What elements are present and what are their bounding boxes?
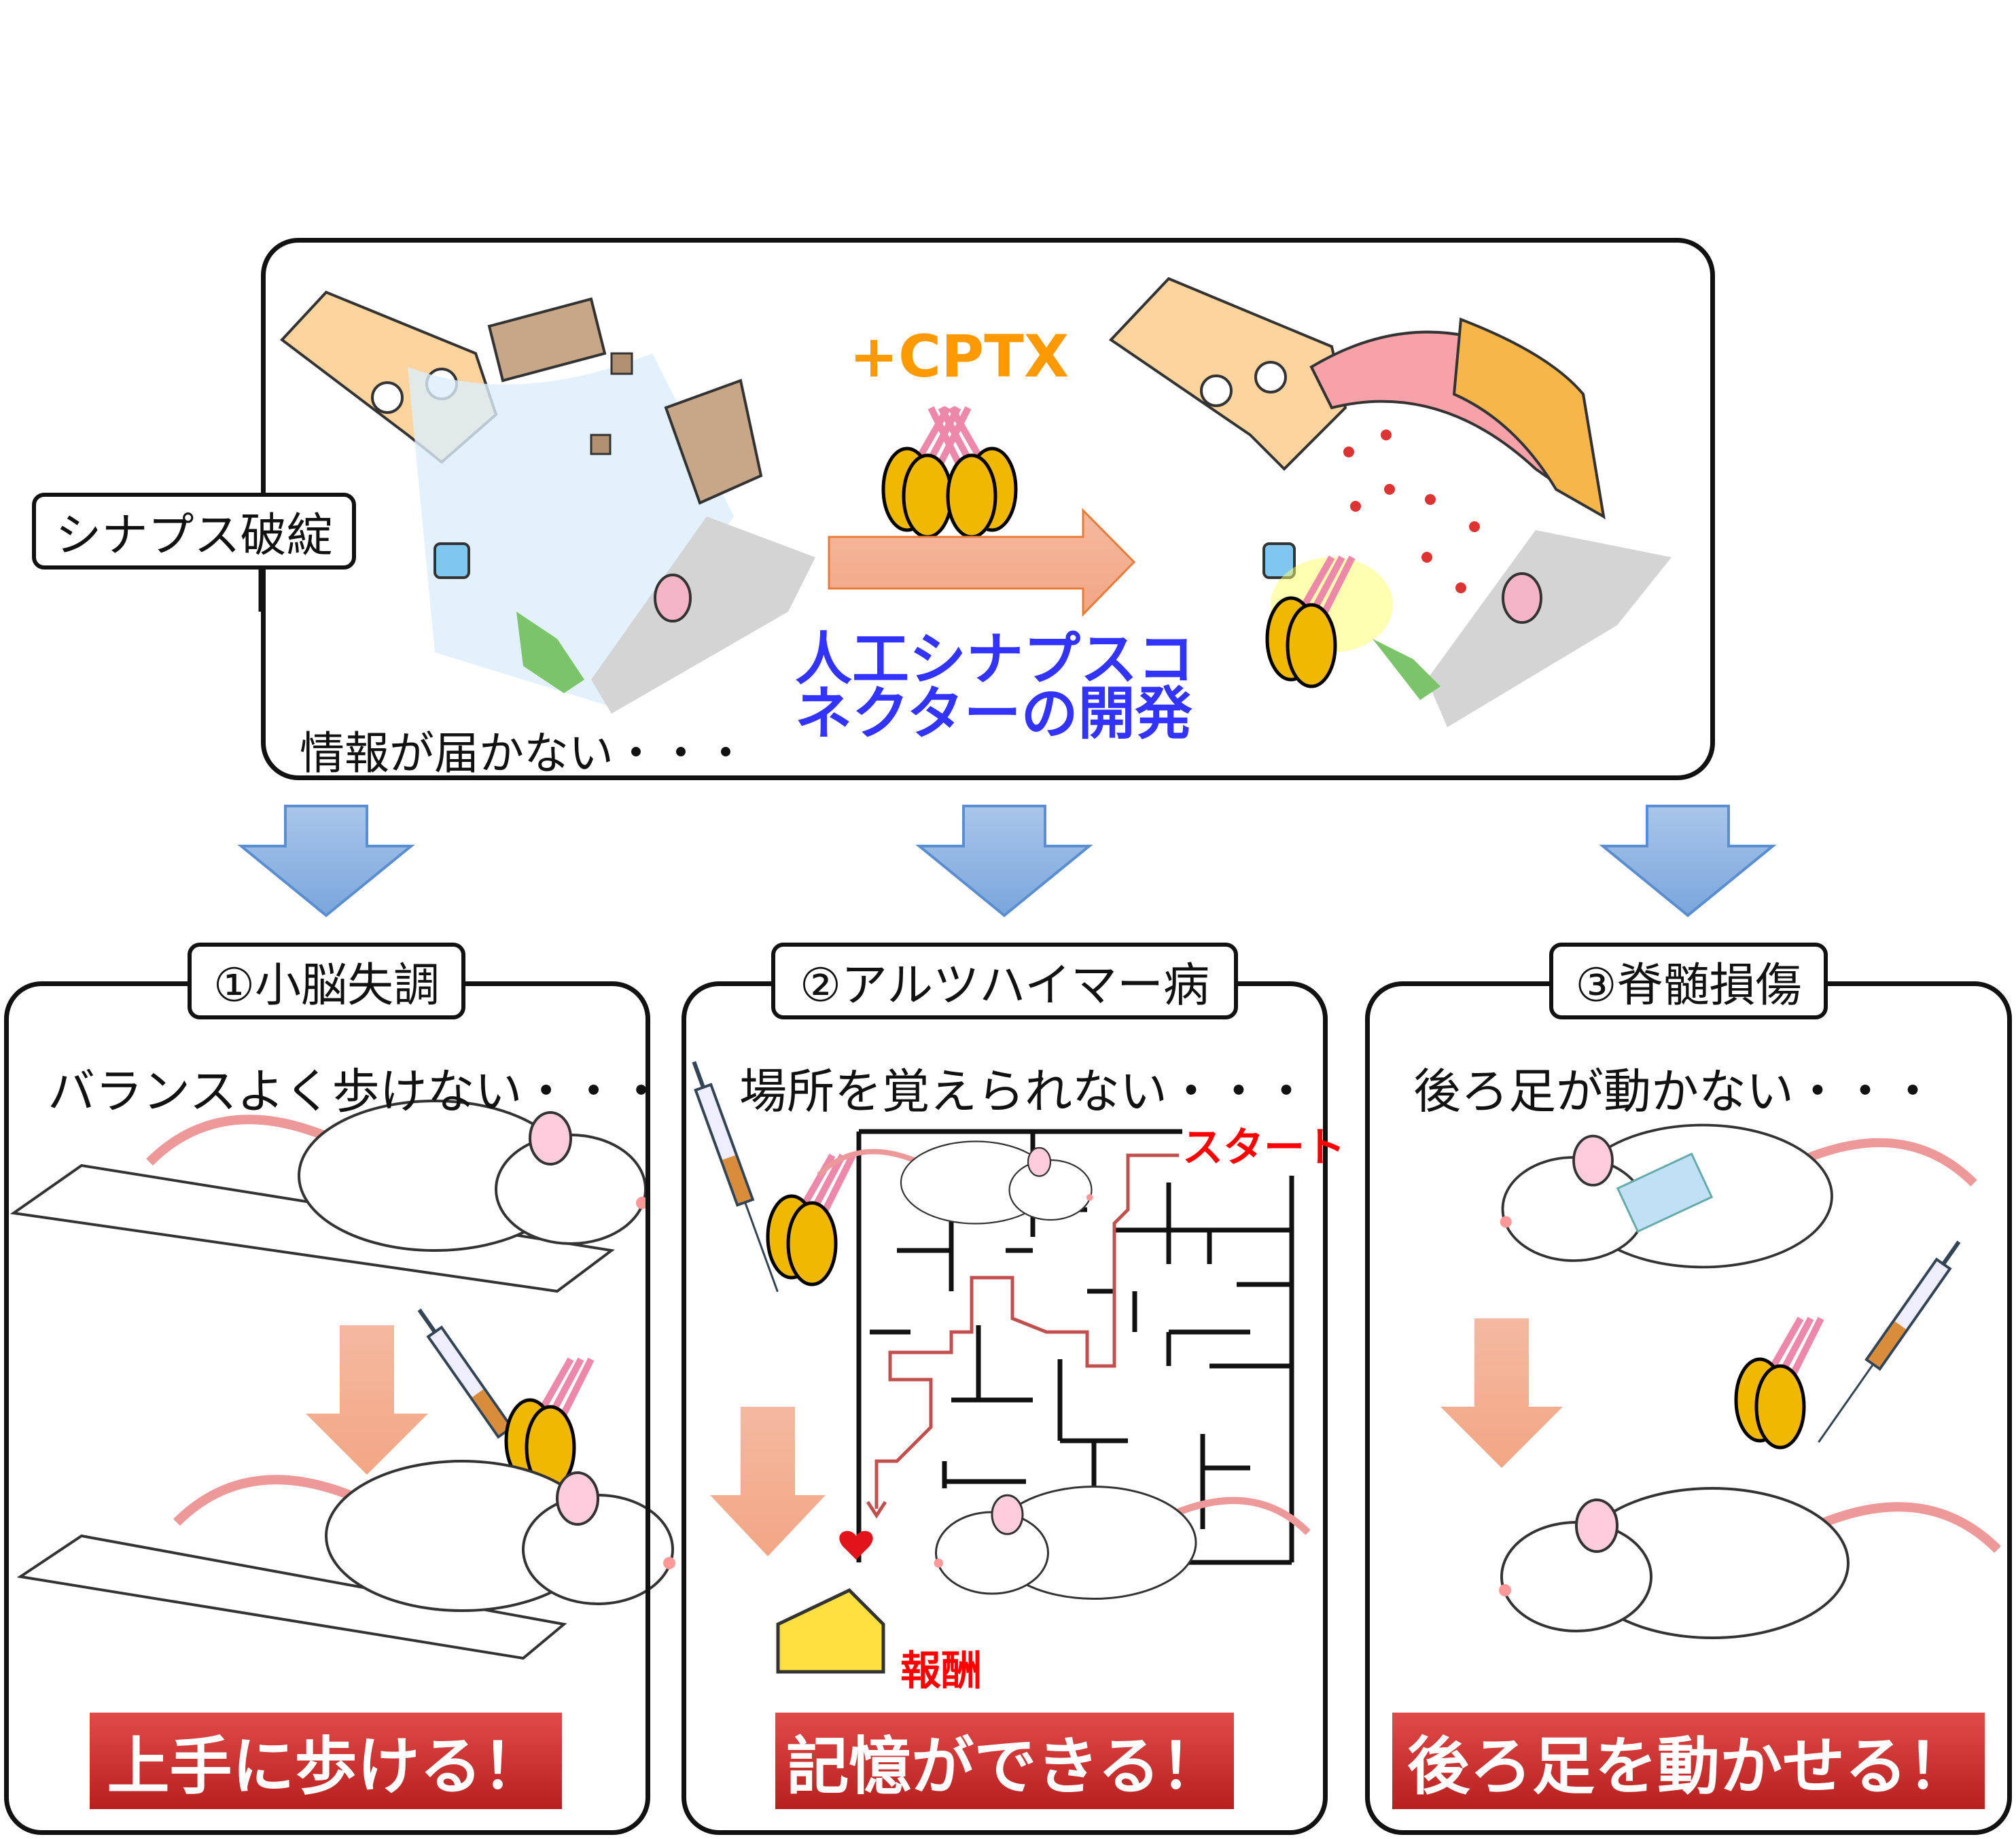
memory-mouse-illustration (686, 1059, 1308, 1674)
heart-icon (839, 1530, 873, 1560)
title-line-2: ネクターの開発 (795, 680, 1192, 747)
right-arrow-icon (828, 508, 1136, 617)
repaired-synapse-illustration (1108, 277, 1672, 727)
spinal-injury-mouse-illustration (1440, 1125, 1998, 1639)
no-information-caption: 情報が届かない・・・ (300, 727, 748, 780)
down-arrow-icons (237, 805, 1777, 917)
ataxia-mouse-illustration (10, 1101, 675, 1660)
panel-title-spinal: ③脊髄損傷 (1549, 943, 1828, 1019)
maze-start-label: スタート (1182, 1124, 1345, 1172)
cptx-label: +CPTX (849, 323, 1069, 391)
symptom-text-spinal: 後ろ足が動かない・・・ (1413, 1064, 1937, 1119)
result-banner-ataxia: 上手に歩ける！ (90, 1713, 562, 1809)
result-banner-spinal: 後ろ足を動かせる！ (1392, 1713, 1985, 1809)
reward-label: 報酬 (900, 1647, 982, 1695)
synapse-failure-label: シナプス破綻 (32, 493, 356, 570)
result-banner-alzheimers: 記憶ができる！ (775, 1713, 1234, 1809)
maze-route (874, 1153, 1179, 1509)
panel-title-ataxia: ①小脳失調 (188, 943, 465, 1019)
symptom-text-ataxia: バランスよく歩けない・・・ (48, 1064, 665, 1119)
symptom-text-alzheimers: 場所を覚えられない・・・ (739, 1064, 1310, 1119)
maze-illustration (856, 1129, 1294, 1565)
title-line-1: 人工シナプスコ (795, 626, 1195, 693)
panel-title-alzheimers: ②アルツハイマー病 (771, 943, 1238, 1019)
broken-synapse-illustration (280, 290, 815, 714)
cheese-icon (776, 1588, 885, 1674)
artificial-synapse-connector-title: 人工シナプスコ ネクターの開発 (795, 626, 1195, 747)
